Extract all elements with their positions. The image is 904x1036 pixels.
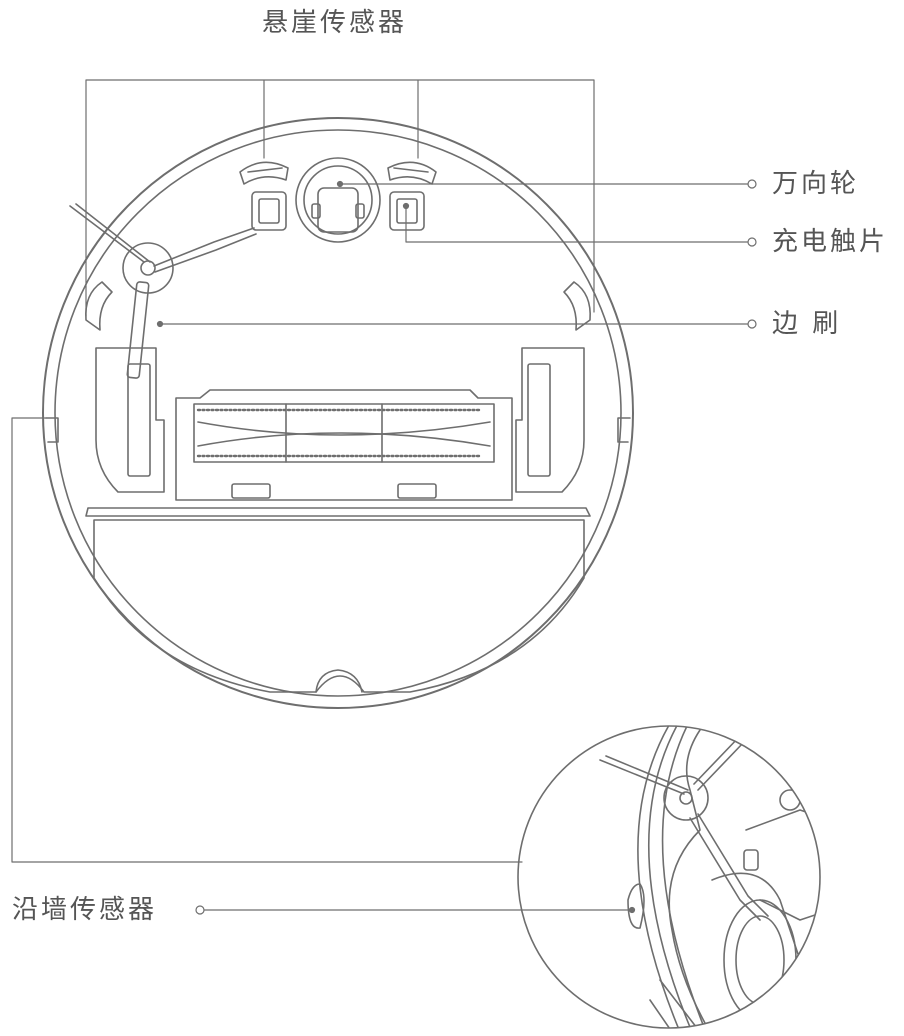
cliff-sensor-front-right (387, 161, 437, 185)
side-brush (69, 203, 257, 379)
contact-leader (405, 205, 749, 243)
left-wheel-well (95, 347, 165, 493)
cliff-sensor-side-right (563, 281, 591, 331)
dustbin (85, 507, 591, 693)
wall-sensor-leader (11, 417, 523, 863)
bumper-notch-right (617, 417, 631, 443)
caster-wheel-label: 万向轮 (772, 169, 860, 199)
charging-contact-left (251, 191, 287, 231)
wall-sensor-label: 沿墙传感器 (12, 895, 158, 925)
main-brush-housing (175, 389, 513, 501)
right-wheel-well (515, 347, 585, 493)
charging-contacts-label: 充电触片 (772, 227, 889, 257)
cliff-leader (85, 79, 595, 317)
robot-body (42, 117, 634, 709)
cliff-sensor-front-left (239, 161, 289, 185)
charging-contact-right (389, 191, 425, 231)
bumper-notch-left (45, 417, 59, 443)
zoom-detail (517, 725, 821, 1029)
caster-wheel (295, 157, 381, 243)
leader-lines (11, 79, 757, 915)
robot-bottom-plate (54, 129, 622, 697)
cliff-sensor-side-left (85, 281, 113, 331)
cliff-sensor-label: 悬崖传感器 (262, 8, 408, 38)
robot-outer-rim (42, 117, 634, 709)
zoom-frame (517, 725, 821, 1029)
side-brush-label: 边 刷 (772, 309, 842, 339)
